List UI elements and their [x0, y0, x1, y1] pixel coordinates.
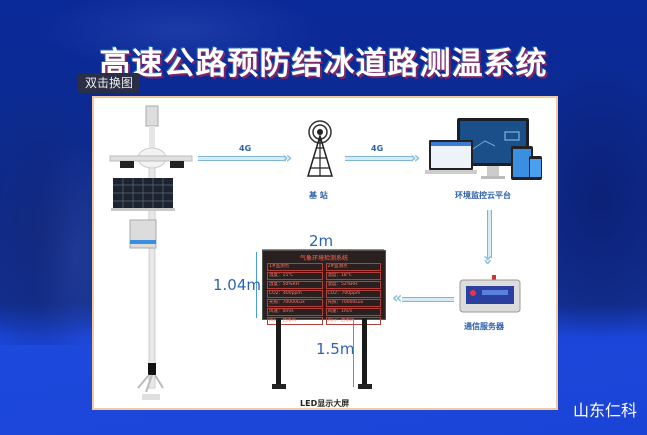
cloud-platform-devices-icon: [425, 118, 542, 180]
led-cell: CO2：400ppm: [267, 290, 323, 298]
cloud-platform-label: 环境监控云平台: [455, 191, 511, 200]
led-right-post: [362, 318, 367, 386]
brand-watermark: 山东仁科: [572, 401, 637, 420]
led-left-foot: [272, 384, 286, 389]
double-click-switch-image-badge[interactable]: 双击换图: [78, 73, 141, 93]
led-cell: 2#监测点: [325, 263, 381, 271]
arrow-head-icon: «: [392, 288, 403, 307]
led-cell: CO2：700ppm: [325, 290, 381, 298]
led-cell: 湿度：52%RH: [325, 281, 381, 289]
led-cell: 风向：西南风: [267, 317, 323, 325]
led-cell: 温度：18℃: [325, 272, 381, 280]
led-right-foot: [358, 384, 372, 389]
arrow-head-icon: »: [479, 254, 499, 266]
led-cell: 风速：1m/s: [325, 308, 381, 316]
led-cell: 湿度：50%RH: [267, 281, 323, 289]
height-dimension-line: [256, 252, 257, 318]
width-dimension-line: [262, 249, 384, 250]
communication-server-icon: [459, 275, 521, 313]
cell-tower-icon: [306, 120, 334, 177]
led-cell: 光照：70000Lux: [325, 299, 381, 307]
led-panel-grid: 1#监测点 2#监测点 温度：15℃ 温度：18℃ 湿度：50%RH 湿度：52…: [267, 263, 381, 325]
arrow-station-to-base: [198, 156, 286, 161]
arrow-head-icon: »: [410, 148, 421, 167]
led-panel-title: 气象环境检测系统: [299, 255, 348, 262]
led-cell: 光照：70000Lux: [267, 299, 323, 307]
page-title: 高速公路预防结冰道路测温系统: [99, 46, 548, 82]
arrow-server-to-led: [402, 297, 454, 302]
base-station-label: 基 站: [309, 191, 328, 200]
link-label-4g-2: 4G: [371, 144, 384, 153]
pole-height-dimension-line: [353, 320, 354, 387]
width-dimension-label: 2m: [309, 232, 334, 250]
weather-station-icon: [109, 105, 193, 400]
arrow-base-to-cloud: [345, 156, 413, 161]
led-cell: 1#监测点: [267, 263, 323, 271]
communication-server-label: 通信服务器: [464, 322, 504, 331]
arrow-cloud-to-server: [487, 210, 492, 258]
pole-height-dimension-label: 1.5m: [316, 340, 355, 358]
led-display-screen: 气象环境检测系统 1#监测点 2#监测点 温度：15℃ 温度：18℃ 湿度：50…: [262, 250, 386, 325]
led-screen-label: LED显示大屏: [300, 399, 350, 408]
led-cell: 风速：0m/s: [267, 308, 323, 316]
led-cell: 风向：西南风: [325, 317, 381, 325]
height-dimension-label: 1.04m: [213, 276, 262, 294]
arrow-head-icon: »: [282, 148, 293, 167]
led-left-post: [276, 318, 281, 386]
led-cell: 温度：15℃: [267, 272, 323, 280]
link-label-4g-1: 4G: [239, 144, 252, 153]
